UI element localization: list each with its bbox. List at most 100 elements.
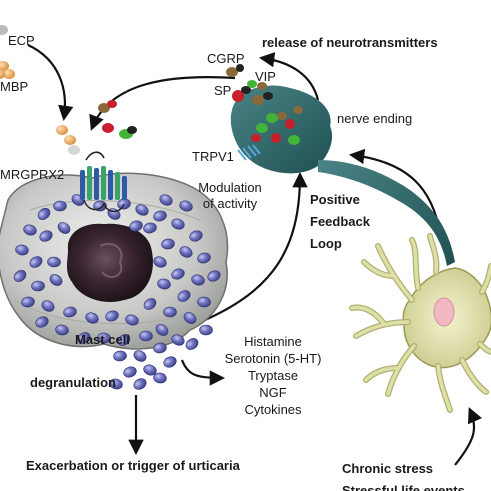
arrow-stress-to-neuron [454, 407, 483, 466]
granule [125, 314, 139, 326]
label-mbp: MBP [0, 79, 29, 94]
granule [37, 208, 51, 220]
granule [23, 224, 37, 236]
released-neuropeptides [226, 64, 267, 102]
label-trpv1: TRPV1 [192, 149, 234, 164]
label-vip: VIP [255, 69, 276, 84]
label-exacerbation: Exacerbation or trigger of urticaria [26, 458, 240, 473]
mast-cell-nucleus [67, 223, 153, 302]
granule [133, 378, 147, 390]
granule [31, 280, 45, 292]
granule [171, 218, 185, 230]
granule [85, 312, 99, 324]
granule [47, 256, 61, 268]
arrow-mediators [180, 359, 226, 386]
granule [197, 296, 211, 308]
label-modulation-line-1: Modulation [198, 180, 262, 195]
arrow-eos-to-receptor [27, 44, 74, 122]
granule [153, 342, 167, 354]
label-positive-feedback-loop: Positive Feedback Loop [310, 189, 380, 255]
granule [143, 222, 157, 234]
granule [197, 252, 211, 264]
label-cgrp: CGRP [207, 51, 245, 66]
granule [49, 274, 63, 286]
label-sp: SP [214, 83, 232, 98]
trpv1-channels [237, 144, 261, 161]
granule [163, 356, 177, 368]
granule [135, 204, 149, 216]
granule [139, 330, 153, 342]
granule [159, 194, 173, 206]
label-release-neurotransmitters: release of neurotransmitters [262, 35, 438, 50]
granule [153, 256, 167, 268]
granule [13, 270, 27, 282]
granule [161, 238, 175, 250]
neuron-nucleus [433, 297, 455, 327]
label-mediator-serotonin: Serotonin (5-HT) [224, 351, 322, 366]
granule [41, 300, 55, 312]
granule [55, 324, 69, 336]
granule [189, 230, 203, 242]
granule [207, 270, 221, 282]
label-modulation: Modulation of activity [192, 180, 268, 212]
granule [93, 200, 107, 212]
label-degranulation: degranulation [30, 375, 116, 390]
label-modulation-line-2: of activity [202, 196, 258, 211]
granule [157, 278, 171, 290]
granule [109, 378, 123, 390]
granule [15, 244, 29, 256]
label-stress-line-1: Chronic stress [342, 461, 434, 476]
label-mediator-tryptase: Tryptase [247, 368, 299, 383]
granule [77, 332, 91, 344]
granule [29, 256, 43, 268]
granule [177, 290, 191, 302]
neuropeptides-near-mast [98, 100, 137, 139]
granule [143, 298, 157, 310]
granule [155, 324, 169, 336]
label-mediators: Histamine Serotonin (5-HT) Tryptase NGF … [212, 333, 334, 418]
granule [21, 296, 35, 308]
label-ecp: ECP [8, 33, 35, 48]
mast-cell [0, 172, 229, 350]
label-mrgprx2: MRGPRX2 [0, 167, 65, 182]
granule [179, 246, 193, 258]
eosinophil-granules [0, 25, 80, 155]
granule [39, 230, 53, 242]
arrow-release-neurotransmitters [258, 52, 320, 101]
label-stress-line-2: Stressful life events [342, 483, 465, 491]
granule [179, 200, 193, 212]
granule [35, 316, 49, 328]
label-pfl-line-3: Loop [310, 236, 342, 251]
granule [143, 364, 157, 376]
granule [153, 372, 167, 384]
granule [191, 274, 205, 286]
mrgprx2-receptor [80, 151, 127, 213]
granule [129, 220, 143, 232]
label-nerve-ending: nerve ending [337, 111, 413, 126]
granule [57, 222, 71, 234]
arrow-positive-feedback [204, 171, 308, 322]
label-mediator-ngf: NGF [259, 385, 287, 400]
arrow-nerve-to-mast [89, 75, 236, 131]
granule [105, 310, 119, 322]
mast-cell-granules [13, 194, 221, 390]
granule [133, 350, 147, 362]
label-mediator-cytokines: Cytokines [244, 402, 302, 417]
granule [185, 338, 199, 350]
granule [123, 366, 137, 378]
brain-neuron [349, 233, 491, 413]
label-mast-cell: Mast cell [75, 332, 130, 347]
label-stress: Chronic stress Stressful life events [342, 458, 491, 491]
nerve-ending [230, 85, 455, 266]
granule [171, 334, 185, 346]
granule [53, 200, 67, 212]
label-pfl-line-2: Feedback [310, 214, 370, 229]
granule [97, 332, 111, 344]
label-pfl-line-1: Positive [310, 192, 360, 207]
granule [117, 334, 131, 346]
granule [63, 306, 77, 318]
label-mediator-histamine: Histamine [244, 334, 302, 349]
granule [199, 324, 213, 336]
